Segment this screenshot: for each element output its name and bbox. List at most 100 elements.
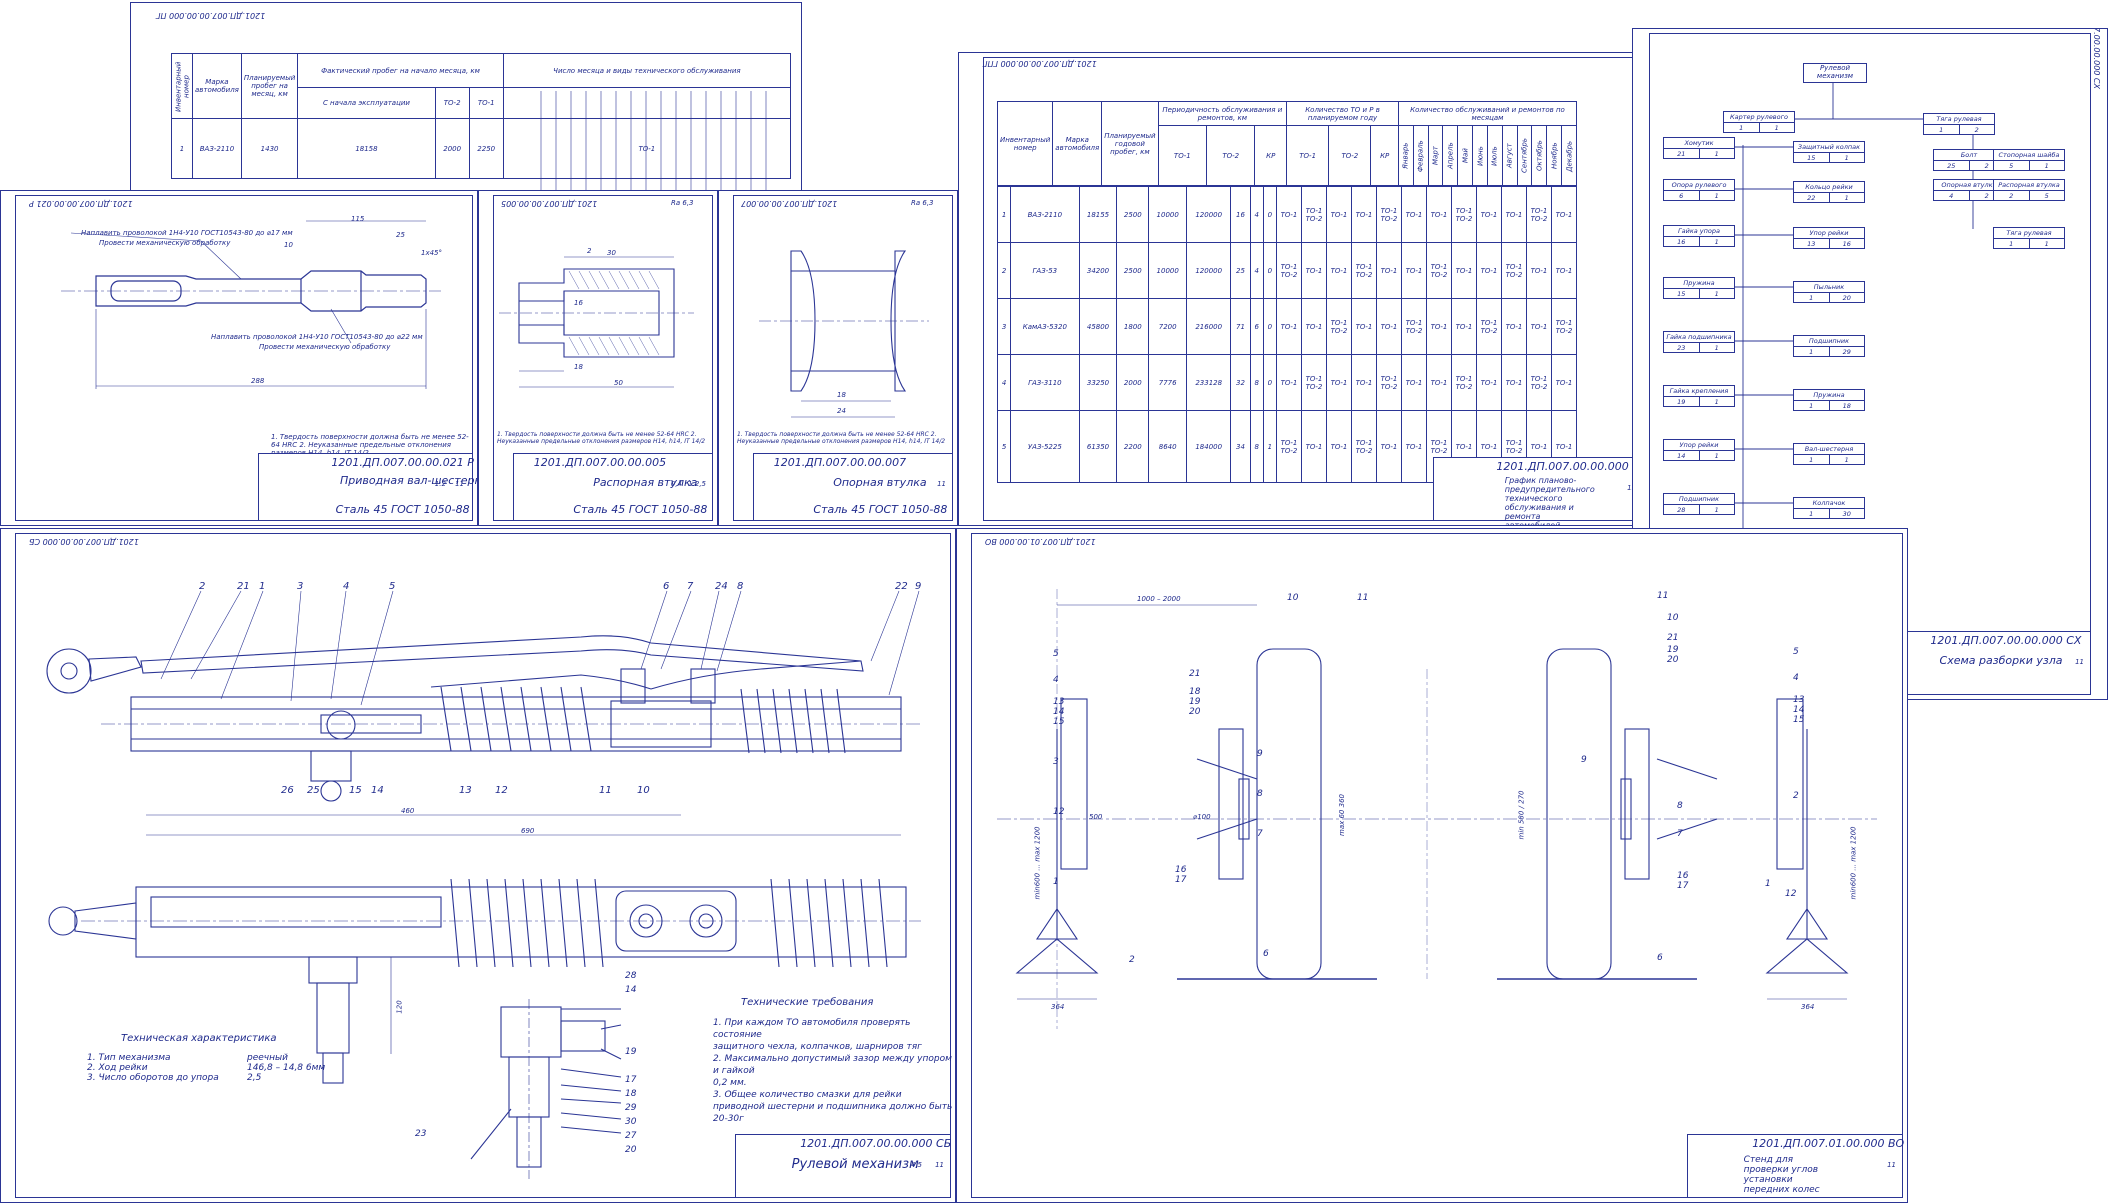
ppr-cell: 0 xyxy=(1262,186,1278,243)
scheme-node-qty: 29 xyxy=(1842,348,1851,356)
scheme-node-qty: 1 xyxy=(1714,192,1719,200)
ppr-cell: 216000 xyxy=(1186,298,1232,355)
spacer-drawing xyxy=(499,256,694,388)
callout-number: 6 xyxy=(1263,949,1269,959)
callout-number: 20 xyxy=(1667,655,1679,665)
dim-120: 120 xyxy=(395,1000,404,1014)
schedule-header-plan: Планируемый пробег на месяц, км xyxy=(240,53,299,119)
scheme-node-label: Кольцо рейки xyxy=(1794,182,1864,193)
scheme-node-label: Тяга рулевая xyxy=(1994,228,2064,239)
weld-note-1b: Провести механическую обработку xyxy=(99,239,231,247)
ppr-cell: 233128 xyxy=(1186,354,1232,411)
ppr-cell: 3 xyxy=(996,298,1012,355)
title-block-mass: 0,4 xyxy=(670,480,682,488)
ppr-to1: ТО-1 xyxy=(1380,266,1398,275)
callout-number: 27 xyxy=(625,1131,637,1141)
ppr-to2: ТО-2 xyxy=(1280,446,1298,455)
ppr-to2: ТО-2 xyxy=(1430,270,1448,279)
scheme-node-qty: 2 xyxy=(1974,126,1979,134)
scheme-node-qty: 1 xyxy=(1714,452,1719,460)
ppr-to1: ТО-1 xyxy=(1355,438,1373,447)
scheme-node-label: Хомутик xyxy=(1664,138,1734,149)
ppr-to2: ТО-2 xyxy=(1505,270,1523,279)
dim-left: min600 ... max 1200 xyxy=(1033,826,1042,900)
callout-number: 18 xyxy=(625,1089,637,1099)
title-block-name: Стенд для проверки углов установки перед… xyxy=(1743,1155,1820,1195)
ppr-to1: ТО-1 xyxy=(1430,262,1448,271)
dim-18: 18 xyxy=(574,363,583,371)
ppr-cell: 10000 xyxy=(1148,242,1188,299)
scheme-node-qty: 1 xyxy=(2044,162,2049,170)
callout-number: 12 xyxy=(1785,889,1797,899)
spec-value: реечный xyxy=(247,1053,288,1063)
scheme-node: Вал-шестерня привода11 xyxy=(1793,443,1865,465)
ppr-to1: ТО-1 xyxy=(1430,438,1448,447)
ppr-cell: 0 xyxy=(1262,242,1278,299)
ppr-to1: ТО-1 xyxy=(1380,374,1398,383)
callout-number: 9 xyxy=(1257,749,1263,759)
title-block-scale: 11 xyxy=(935,1161,944,1169)
dim-288: 288 xyxy=(251,377,265,385)
scheme-node-label: Распорная втулка xyxy=(1994,180,2064,191)
schedule-table: Инвентарный номер Марка автомобиля Плани… xyxy=(171,53,792,179)
scheme-node: Подшипник роликовый281 xyxy=(1663,493,1735,515)
dim-25: 25 xyxy=(396,231,405,239)
ppr-month-cell: ТО-1 xyxy=(1476,242,1502,299)
callout-number: 5 xyxy=(1053,649,1059,659)
callout-number: 8 xyxy=(1677,801,1683,811)
scheme-node-label: Опорная втулка xyxy=(1934,180,2004,191)
ppr-to1: ТО-1 xyxy=(1455,206,1473,215)
sheet-gear-shaft: 1201.ДП.007.00.00.021 Р Наплавить провол… xyxy=(0,190,478,526)
ppr-month-cell: ТО-1 xyxy=(1526,242,1552,299)
schedule-cell: 1430 xyxy=(240,118,299,179)
ppr-to1: ТО-1 xyxy=(1505,322,1523,331)
scheme-node-label: Упор рейки xyxy=(1794,228,1864,239)
ppr-cell: 1800 xyxy=(1116,298,1150,355)
scheme-node-label: Гайка подшипника xyxy=(1664,332,1734,343)
ppr-to1: ТО-1 xyxy=(1380,322,1398,331)
callout-number: 4 xyxy=(343,581,350,592)
ppr-to1: ТО-1 xyxy=(1480,210,1498,219)
ppr-cell: 2 xyxy=(996,242,1012,299)
callout-number: 4 xyxy=(1053,675,1059,685)
tech-requirements: 1. Твердость поверхности должна быть не … xyxy=(737,431,946,445)
callout-number: 24 xyxy=(715,581,728,592)
scheme-node-label: Упор рейки xyxy=(1664,440,1734,451)
ppr-month-cell: ТО-1 xyxy=(1476,354,1502,411)
scheme-node-qty: 2 xyxy=(1984,162,1989,170)
ppr-cell: 2200 xyxy=(1116,410,1150,483)
title-block-code: 1201.ДП.007.01.00.000 ВО xyxy=(1752,1137,1905,1150)
dim-690: 690 xyxy=(521,827,535,835)
scheme-node-pos: 13 xyxy=(1794,239,1830,249)
ppr-cell: 34 xyxy=(1230,410,1251,483)
callout-number: 12 xyxy=(495,785,508,796)
ppr-to1: ТО-1 xyxy=(1430,378,1448,387)
scheme-node-qty: 20 xyxy=(1842,294,1851,302)
ppr-sub: КР xyxy=(1254,125,1288,186)
ppr-month-cell: ТО-1 xyxy=(1426,298,1452,355)
scheme-node-pos: 4 xyxy=(1934,191,1970,201)
ppr-to1: ТО-1 xyxy=(1505,438,1523,447)
ppr-month-cell: ТО-1 xyxy=(1501,298,1527,355)
ppr-month-cell: ТО-1 xyxy=(1451,242,1477,299)
weld-note-2b: Провести механическую обработку xyxy=(259,343,391,351)
spec-value: 2,5 xyxy=(247,1073,262,1083)
callout-number: 7 xyxy=(1257,829,1263,839)
scheme-node-pos: 1 xyxy=(1794,401,1830,411)
scheme-node-qty: 1 xyxy=(1714,344,1719,352)
schedule-marker: ТО-1 xyxy=(502,118,792,179)
